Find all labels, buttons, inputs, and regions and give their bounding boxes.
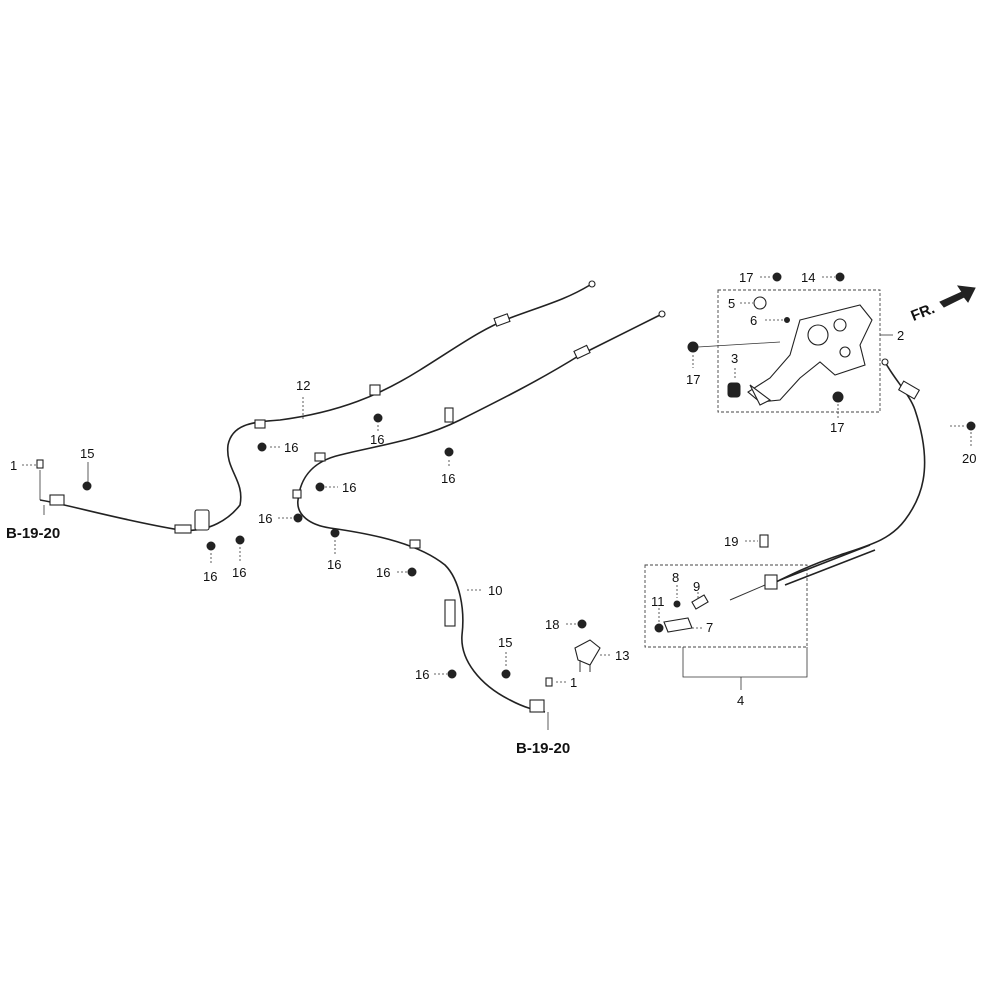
bolt-15-right[interactable] (501, 669, 511, 679)
bolt-1-right[interactable] (545, 677, 553, 687)
label-13: 13 (615, 648, 629, 663)
cable-10[interactable] (292, 310, 666, 713)
bolt-16-b[interactable] (373, 413, 383, 423)
part-14-bolt[interactable] (835, 272, 845, 282)
bolt-18[interactable] (577, 619, 587, 629)
label-16-c: 16 (441, 471, 455, 486)
label-16-i: 16 (376, 565, 390, 580)
part-17-nut-top[interactable] (772, 272, 782, 282)
reference-bottom[interactable]: B-19-20 (516, 740, 570, 757)
bolt-20[interactable] (966, 421, 976, 431)
part-9-clip[interactable] (691, 594, 709, 610)
leader-lines (22, 276, 972, 730)
bolt-16-h[interactable] (330, 528, 340, 538)
box-4-equalizer (644, 564, 808, 648)
bolt-16-a[interactable] (257, 442, 267, 452)
part-17-nut-bottom[interactable] (832, 391, 844, 403)
label-20: 20 (962, 451, 976, 466)
label-5: 5 (728, 296, 735, 311)
label-15-right: 15 (498, 635, 512, 650)
part-5-bushing[interactable] (753, 296, 767, 310)
front-cable-4[interactable] (729, 358, 926, 601)
label-16-g: 16 (232, 565, 246, 580)
label-1-right: 1 (570, 675, 577, 690)
label-12: 12 (296, 378, 310, 393)
label-15-left: 15 (80, 446, 94, 461)
label-16-j: 16 (415, 667, 429, 682)
label-19: 19 (724, 534, 738, 549)
reference-left[interactable]: B-19-20 (6, 525, 60, 542)
label-7: 7 (706, 620, 713, 635)
bolt-16-j[interactable] (447, 669, 457, 679)
label-18: 18 (545, 617, 559, 632)
pedal-assembly-2[interactable] (717, 289, 881, 413)
label-10: 10 (488, 583, 502, 598)
front-direction-arrow: FR. (908, 285, 976, 325)
part-8-pin[interactable] (673, 600, 681, 608)
cable-12[interactable] (39, 280, 596, 534)
label-14: 14 (801, 270, 815, 285)
label-16-h: 16 (327, 557, 341, 572)
part-7-equalizer[interactable] (663, 617, 693, 633)
bolt-16-e[interactable] (293, 513, 303, 523)
bolt-15-left[interactable] (82, 481, 92, 491)
bolt-16-c[interactable] (444, 447, 454, 457)
front-direction-label: FR. (908, 300, 937, 325)
label-8: 8 (672, 570, 679, 585)
bolt-1-left[interactable] (36, 459, 44, 469)
label-1-left: 1 (10, 458, 17, 473)
label-11: 11 (651, 594, 665, 609)
bolt-19[interactable] (759, 534, 769, 548)
label-16-d: 16 (342, 480, 356, 495)
label-2: 2 (897, 328, 904, 343)
label-16-f: 16 (203, 569, 217, 584)
label-17-bottom: 17 (830, 420, 844, 435)
bolt-16-g[interactable] (235, 535, 245, 545)
label-16-a: 16 (284, 440, 298, 455)
part-13-bracket[interactable] (574, 639, 601, 672)
part-17-nut-left[interactable] (687, 341, 699, 353)
label-4: 4 (737, 693, 744, 708)
label-3: 3 (731, 351, 738, 366)
part-6-pin[interactable] (784, 317, 790, 323)
label-17-left: 17 (686, 372, 700, 387)
bolt-16-f[interactable] (206, 541, 216, 551)
label-9: 9 (693, 579, 700, 594)
label-6: 6 (750, 313, 757, 328)
part-11-nut[interactable] (654, 623, 664, 633)
bolt-16-d[interactable] (315, 482, 325, 492)
label-17-top: 17 (739, 270, 753, 285)
bolt-16-i[interactable] (407, 567, 417, 577)
part-3-pad[interactable] (727, 382, 741, 398)
label-16-e: 16 (258, 511, 272, 526)
label-16-b: 16 (370, 432, 384, 447)
